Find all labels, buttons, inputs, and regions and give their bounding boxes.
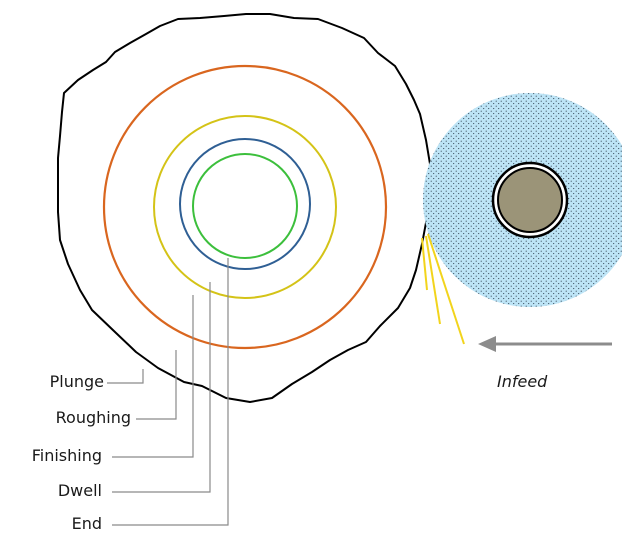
roughing-circle [102, 64, 388, 350]
end-circle [192, 153, 298, 259]
label-dwell: Dwell [58, 481, 102, 500]
spark-lines [421, 233, 465, 345]
label-roughing: Roughing [56, 408, 131, 427]
plunge-leader [107, 369, 144, 384]
infeed-arrow [478, 336, 612, 352]
infeed-label: Infeed [497, 372, 548, 391]
dwell-circle [179, 138, 311, 270]
label-plunge: Plunge [50, 372, 104, 391]
dwell-leader [112, 282, 211, 493]
label-finishing: Finishing [32, 446, 102, 465]
wheel-hub [497, 167, 563, 233]
roughing-leader [136, 350, 177, 420]
finishing-circle [153, 115, 337, 299]
end-leader [112, 258, 229, 526]
label-end: End [72, 514, 102, 533]
workpiece-outline [57, 13, 431, 403]
finishing-leader [112, 295, 194, 458]
